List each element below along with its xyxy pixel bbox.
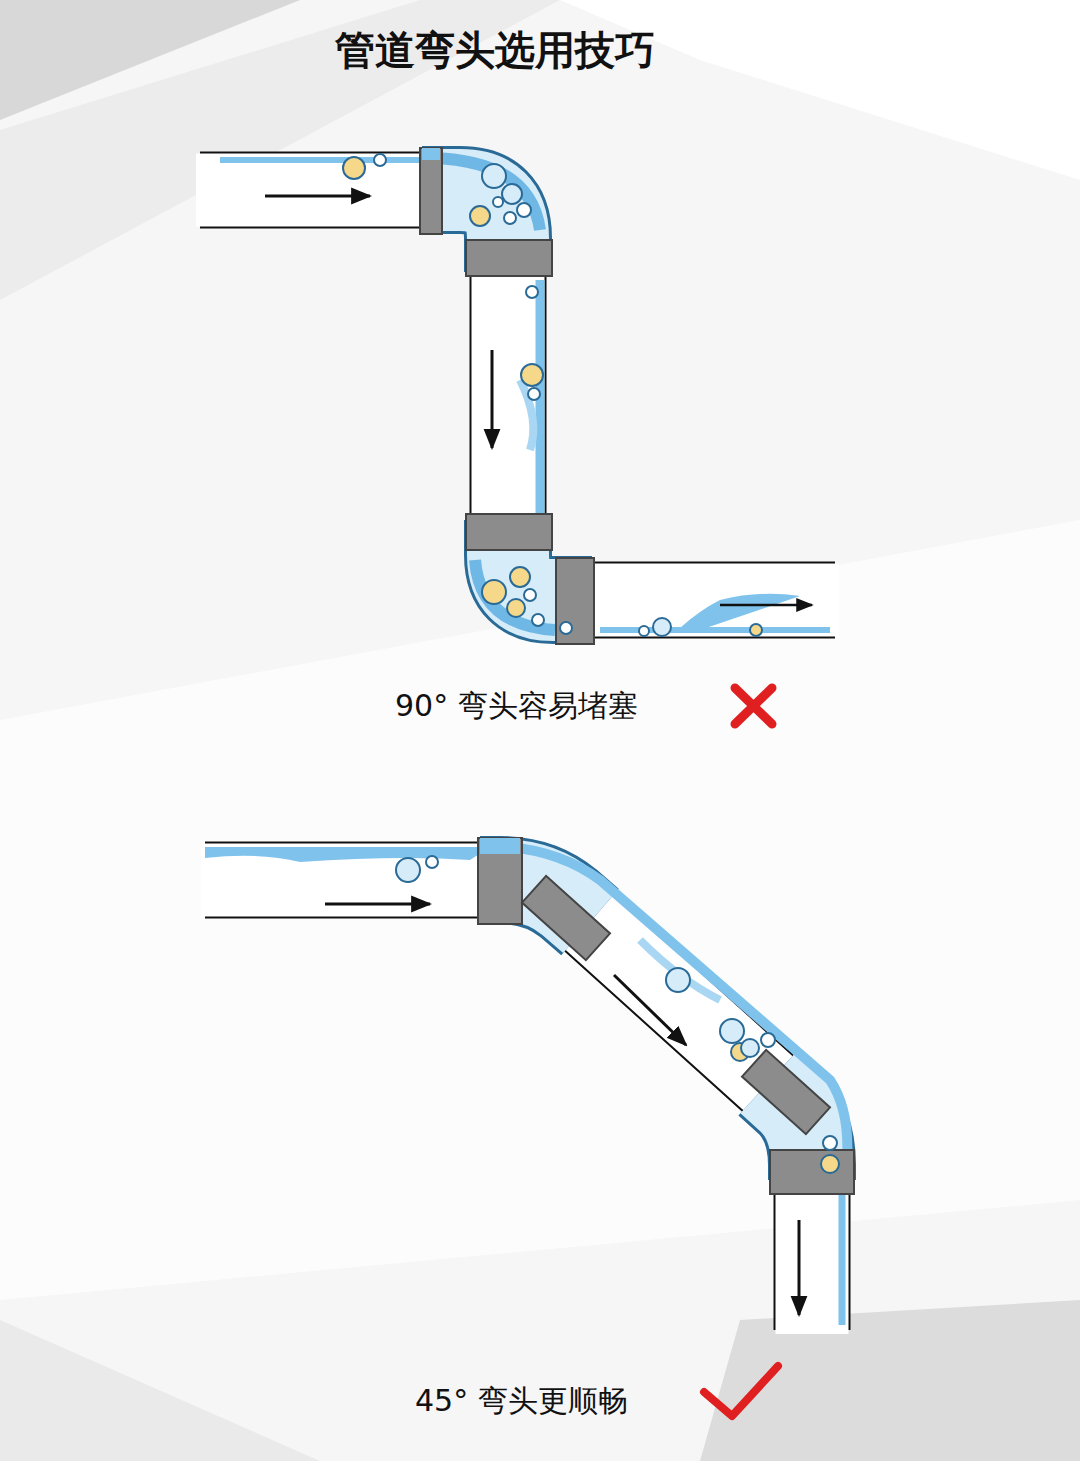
- caption-label: 45° 弯头更顺畅: [415, 1381, 628, 1422]
- diagram-title: 管道弯头选用技巧: [335, 23, 655, 78]
- wrong-mark: [735, 688, 772, 724]
- right-mark: [704, 1366, 778, 1416]
- pipe-90: [196, 148, 839, 644]
- pipe-45: [201, 838, 854, 1334]
- caption-label: 90° 弯头容易堵塞: [395, 686, 638, 727]
